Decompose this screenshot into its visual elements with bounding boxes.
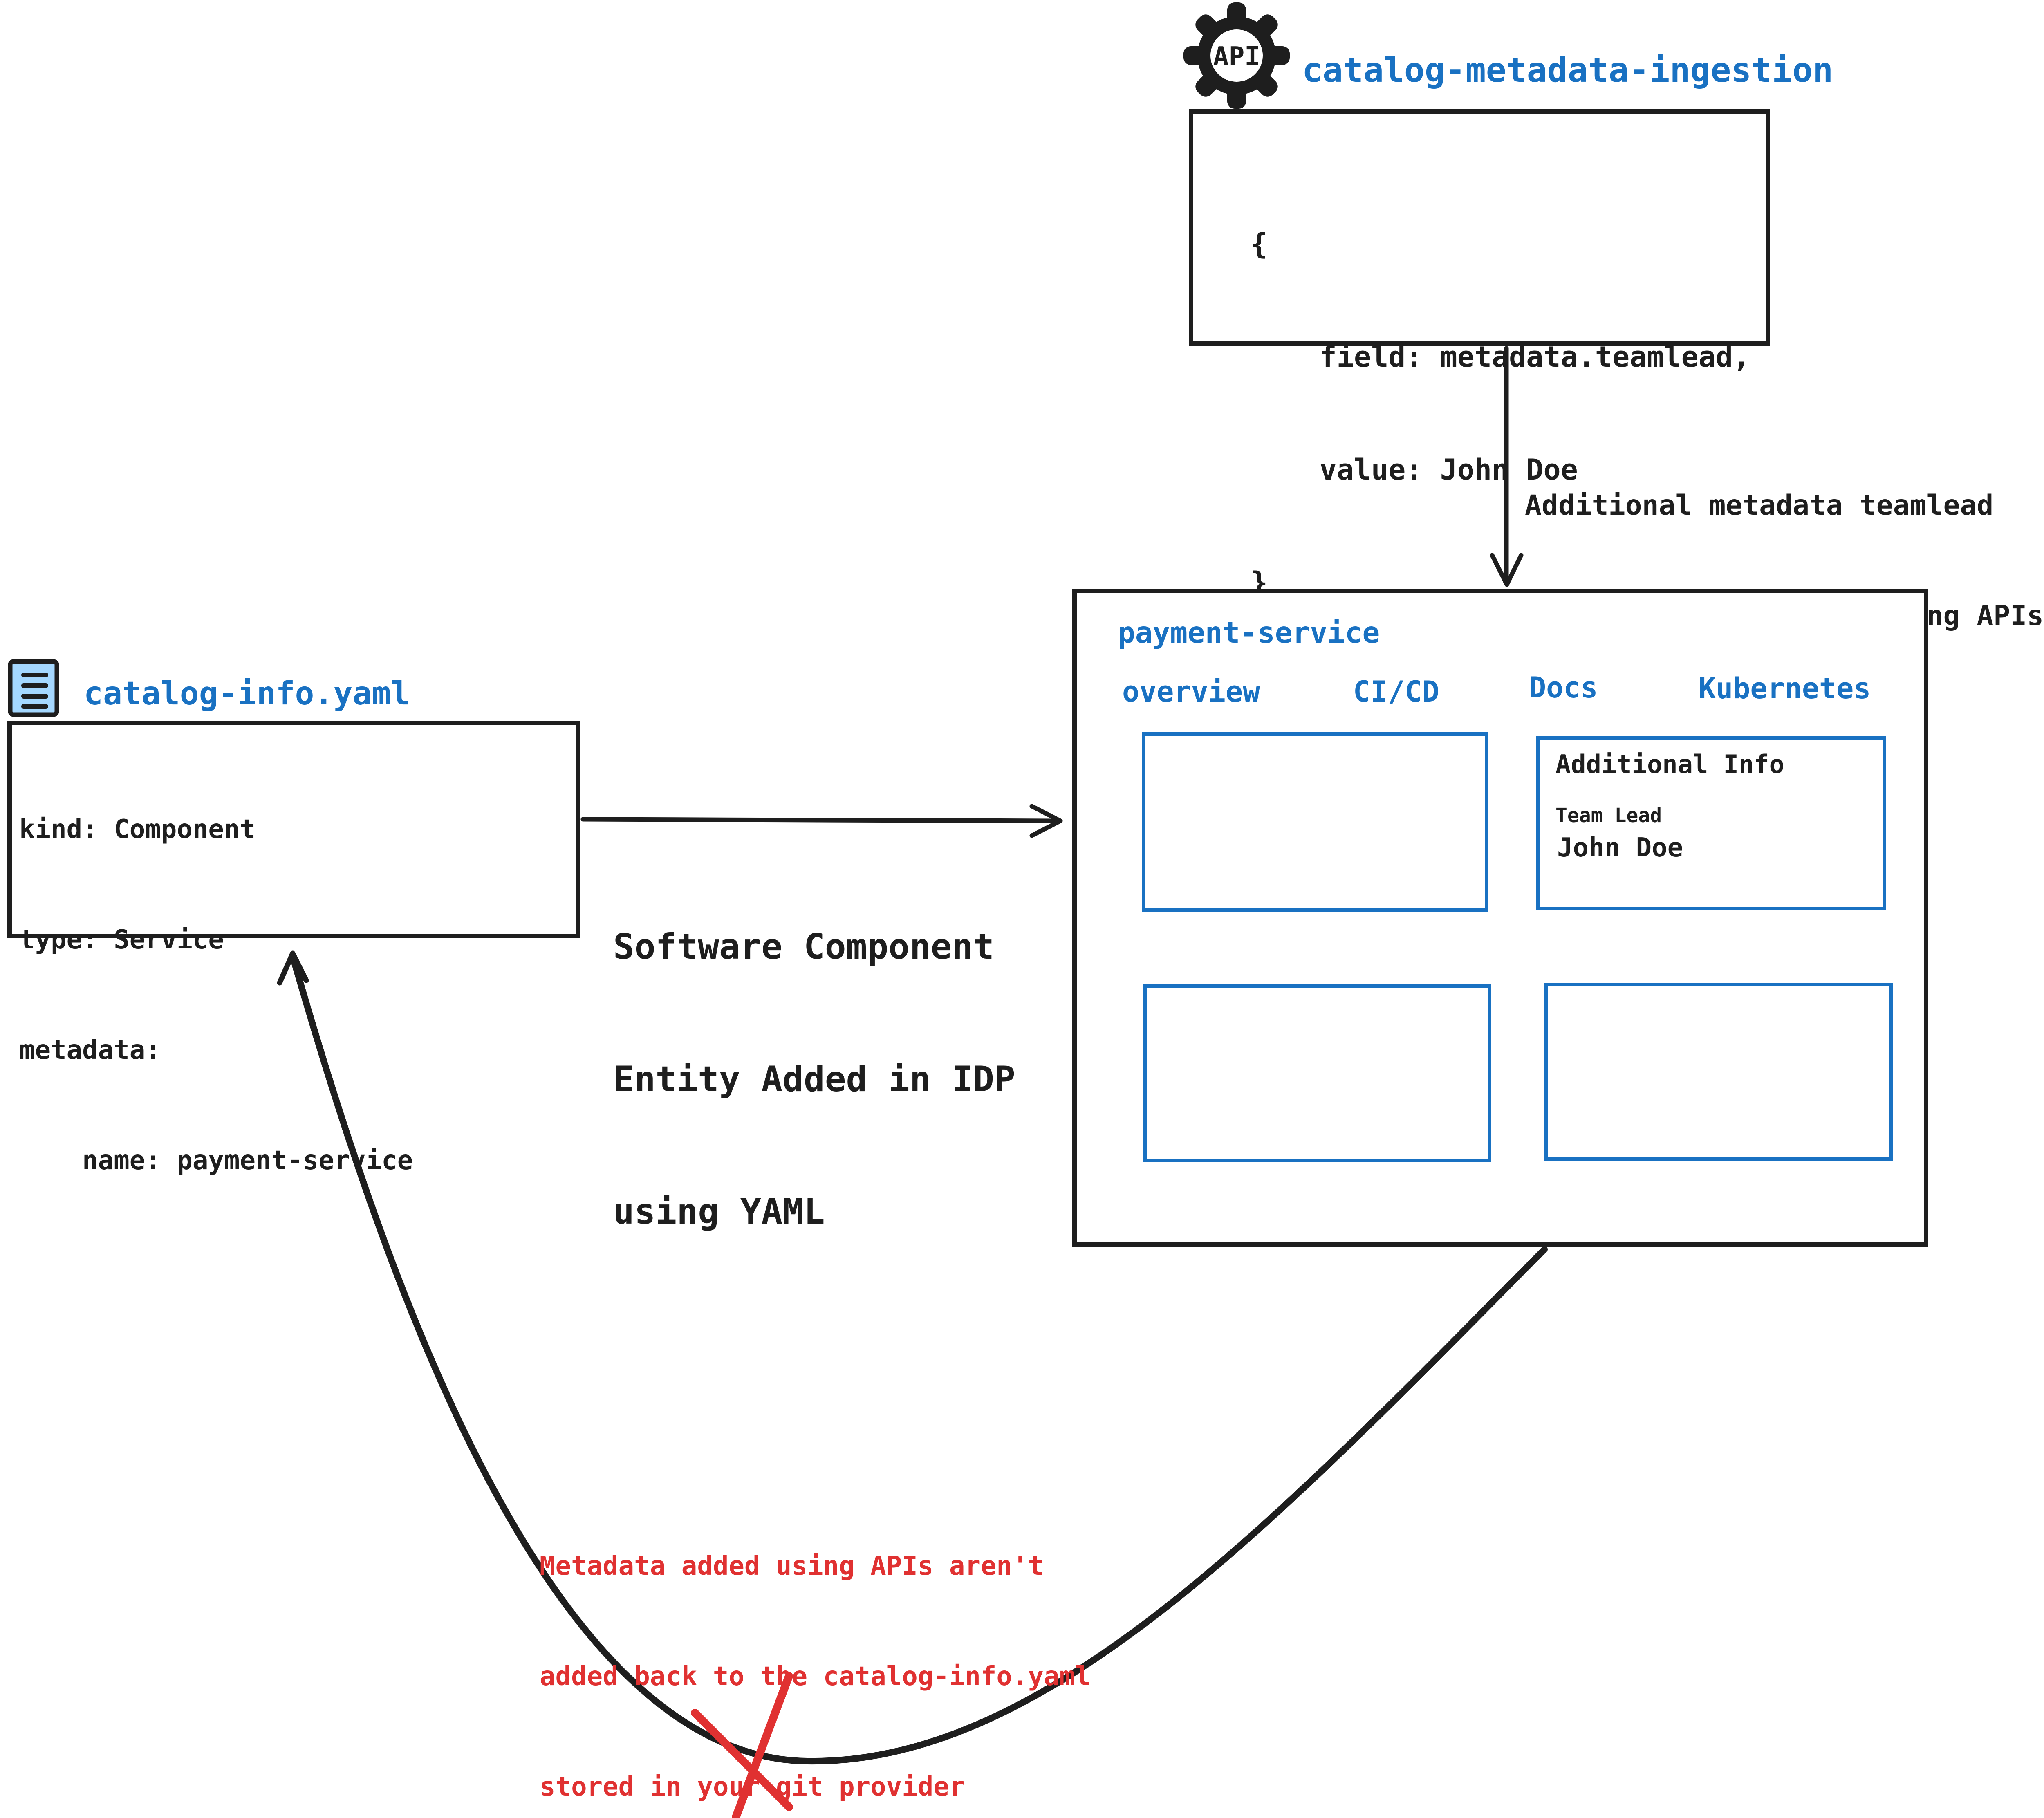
gear-teeth bbox=[1183, 2, 1290, 109]
idp-to-yaml-curve-arrowhead bbox=[277, 950, 309, 986]
panel-empty-card bbox=[1143, 984, 1491, 1162]
yaml-content-box: kind: Component type: Service metadata: … bbox=[7, 721, 580, 1176]
service-title: payment-service bbox=[1118, 616, 1380, 650]
api-node-title: catalog-metadata-ingestion bbox=[1302, 50, 1833, 90]
code-line: type: Service bbox=[19, 925, 224, 955]
yaml-code: kind: Component type: Service metadata: … bbox=[19, 738, 413, 1253]
tab-docs: Docs bbox=[1529, 671, 1598, 704]
yaml-to-idp-arrowhead bbox=[1029, 804, 1063, 838]
api-gear-icon: API bbox=[1183, 2, 1290, 109]
annotation-line: Entity Added in IDP bbox=[613, 1059, 1015, 1100]
annotation-line: stored in your git provider bbox=[540, 1772, 965, 1802]
yaml-node-title: catalog-info.yaml bbox=[84, 675, 410, 712]
tab-kubernetes: Kubernetes bbox=[1699, 672, 1871, 705]
annotation-line: using YAML bbox=[613, 1191, 825, 1232]
panel-additional-info-card: Additional Info Team Lead John Doe bbox=[1536, 736, 1886, 910]
code-line: kind: Component bbox=[19, 814, 256, 845]
yaml-arrow-annotation: Software Component Entity Added in IDP u… bbox=[613, 836, 1015, 1322]
tab-cicd: CI/CD bbox=[1353, 675, 1439, 708]
panel-empty-card bbox=[1544, 983, 1893, 1161]
annotation-line: added back to the catalog-info.yaml bbox=[540, 1661, 1091, 1692]
idp-service-window: payment-service overview CI/CD Docs Kube… bbox=[1072, 589, 1928, 1247]
annotation-line: Software Component bbox=[613, 926, 994, 967]
annotation-line: Metadata added using APIs aren't bbox=[540, 1551, 1044, 1581]
team-lead-value: John Doe bbox=[1557, 833, 1683, 863]
code-line: name: payment-service bbox=[19, 1145, 413, 1176]
code-line: value: John Doe bbox=[1251, 453, 1578, 486]
warning-annotation: Metadata added using APIs aren't added b… bbox=[540, 1474, 1091, 1818]
tab-overview: overview bbox=[1122, 675, 1260, 708]
panel-overview-card bbox=[1142, 732, 1488, 912]
blocked-cross-icon bbox=[691, 1672, 793, 1818]
code-line: { bbox=[1251, 227, 1268, 261]
api-to-idp-arrowhead bbox=[1490, 553, 1524, 587]
annotation-line: Additional metadata teamlead bbox=[1525, 489, 1994, 522]
additional-info-heading: Additional Info bbox=[1555, 749, 1784, 779]
code-line: field: metadata.teamlead, bbox=[1251, 340, 1750, 374]
api-payload-code: { field: metadata.teamlead, value: John … bbox=[1251, 150, 1750, 677]
code-line: metadata: bbox=[19, 1035, 161, 1065]
yaml-to-idp-arrow-line bbox=[580, 817, 1059, 823]
api-icon-label: API bbox=[1213, 42, 1260, 72]
team-lead-label: Team Lead bbox=[1555, 804, 1662, 827]
api-payload-box: { field: metadata.teamlead, value: John … bbox=[1189, 109, 1770, 599]
idp-to-yaml-curve bbox=[289, 953, 1548, 1765]
yaml-file-icon bbox=[8, 659, 59, 717]
